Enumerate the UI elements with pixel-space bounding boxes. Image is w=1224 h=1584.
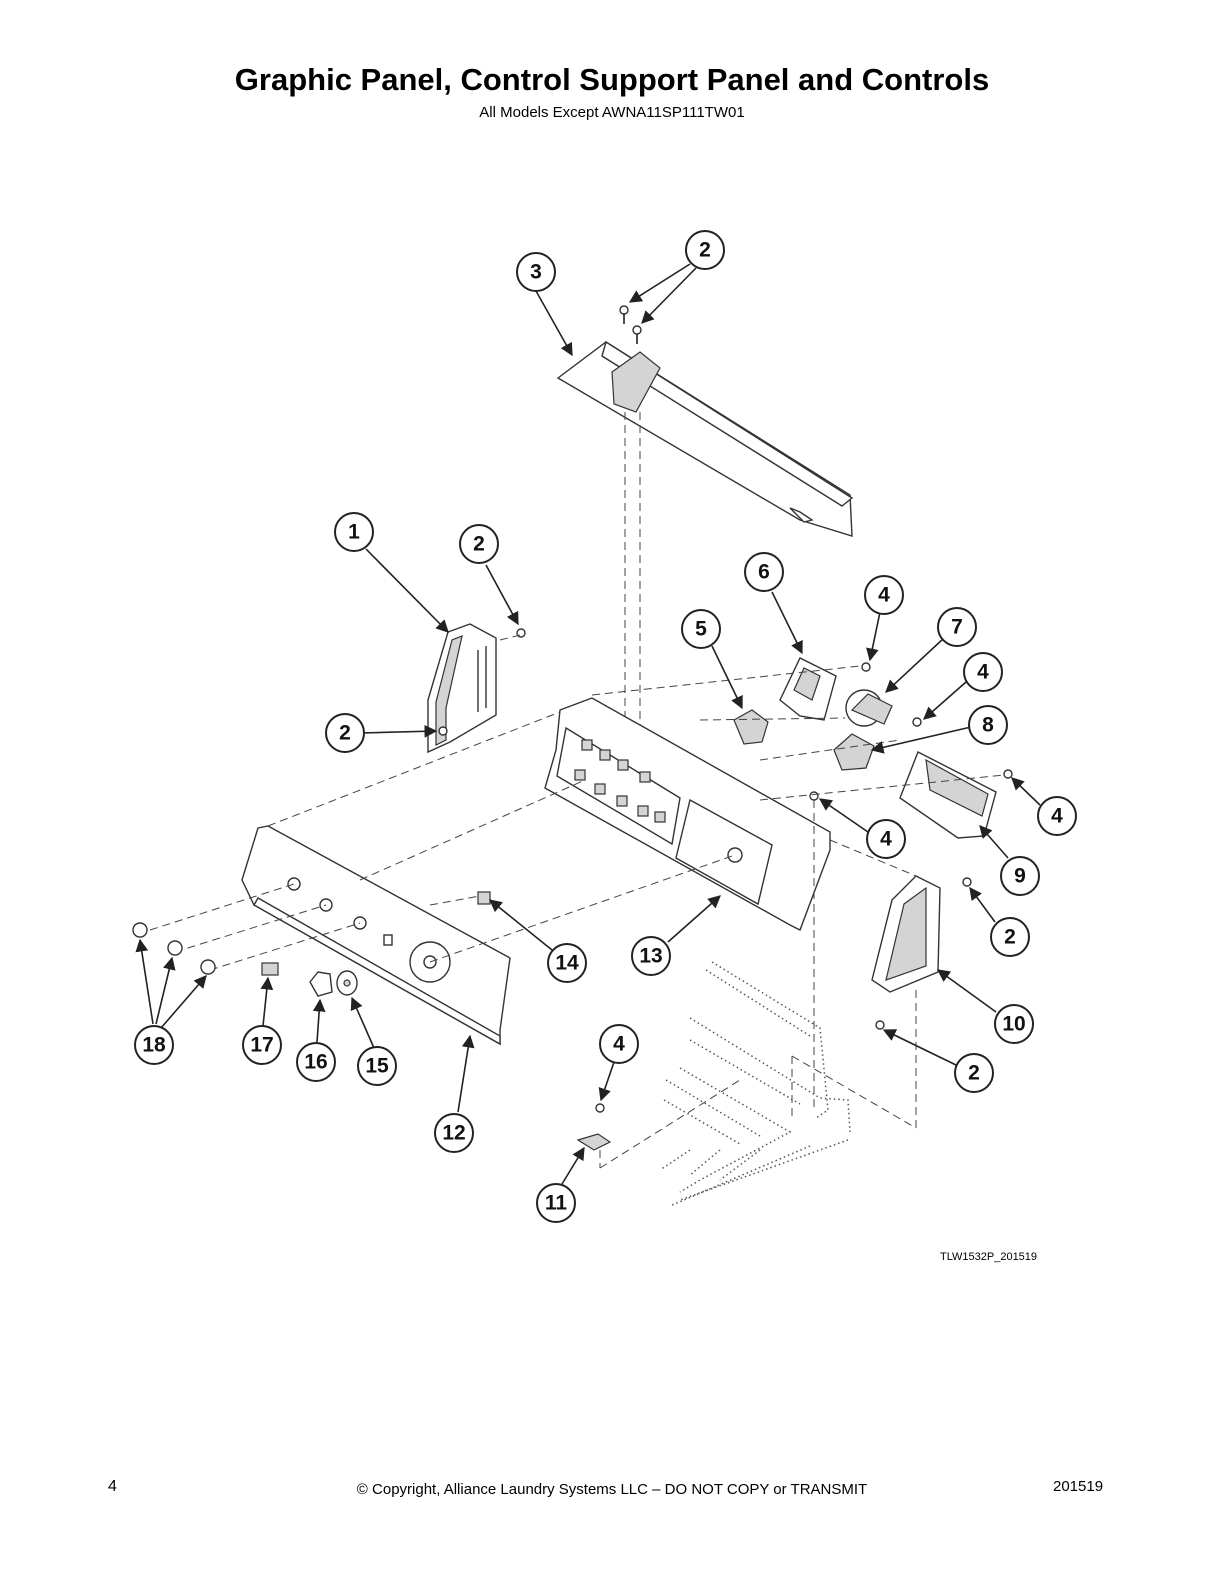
cabinet-outline xyxy=(659,961,851,1207)
screw-part-4-d xyxy=(809,791,819,801)
callout-15: 15 xyxy=(357,1046,397,1086)
callout-6: 6 xyxy=(744,552,784,592)
svg-text:13: 13 xyxy=(639,945,662,968)
svg-text:6: 6 xyxy=(758,561,770,584)
screw-part-4-e xyxy=(595,1103,605,1113)
callout-10: 10 xyxy=(994,1004,1034,1044)
callout-4-right: 4 xyxy=(1037,796,1077,836)
screw-right-cap-bottom xyxy=(875,1020,885,1030)
switch-part-5 xyxy=(733,709,769,745)
callout-11: 11 xyxy=(536,1183,576,1223)
screw-part-4-a xyxy=(861,662,871,672)
timer-part-9 xyxy=(899,751,997,839)
svg-text:18: 18 xyxy=(142,1034,166,1057)
callout-7: 7 xyxy=(937,607,977,647)
svg-text:12: 12 xyxy=(442,1122,465,1145)
callout-9: 9 xyxy=(1000,856,1040,896)
svg-text:15: 15 xyxy=(365,1055,389,1078)
callout-4-center: 4 xyxy=(866,819,906,859)
callout-4-top: 4 xyxy=(864,575,904,615)
switch-part-17 xyxy=(261,962,279,976)
switch-part-8 xyxy=(833,733,875,771)
svg-text:1: 1 xyxy=(348,521,360,544)
screw-right-cap-top xyxy=(962,877,972,887)
svg-text:5: 5 xyxy=(695,618,707,641)
left-end-cap xyxy=(427,623,497,754)
knob-part-16 xyxy=(309,971,333,997)
callout-13: 13 xyxy=(631,936,671,976)
callout-1: 1 xyxy=(334,512,374,552)
knob-part-18-c xyxy=(200,959,216,975)
svg-text:11: 11 xyxy=(545,1192,568,1215)
callout-17: 17 xyxy=(242,1025,282,1065)
graphic-panel-top-cover xyxy=(556,340,854,537)
knob-part-18-b xyxy=(167,940,183,956)
callout-2-right-cap: 2 xyxy=(990,917,1030,957)
front-graphic-panel xyxy=(241,825,511,1046)
svg-text:2: 2 xyxy=(699,239,711,262)
document-code: 201519 xyxy=(1053,1478,1104,1495)
svg-text:2: 2 xyxy=(339,722,351,745)
clip-part-11 xyxy=(576,1133,612,1151)
svg-text:17: 17 xyxy=(250,1034,273,1057)
callout-12: 12 xyxy=(434,1113,474,1153)
callout-5: 5 xyxy=(681,609,721,649)
screw-left-cap-bottom xyxy=(438,726,448,736)
screw-top-a xyxy=(619,305,629,324)
svg-text:2: 2 xyxy=(968,1062,980,1085)
knob-part-15 xyxy=(336,970,358,996)
callout-2-left-cap: 2 xyxy=(459,524,499,564)
screw-part-4-b xyxy=(912,717,922,727)
svg-text:2: 2 xyxy=(1004,926,1016,949)
svg-text:10: 10 xyxy=(1002,1013,1025,1036)
knob-part-18-a xyxy=(132,922,148,938)
svg-text:4: 4 xyxy=(977,661,989,684)
callout-14: 14 xyxy=(547,943,587,983)
callout-18: 18 xyxy=(134,1025,174,1065)
svg-text:4: 4 xyxy=(880,828,892,851)
page-title: Graphic Panel, Control Support Panel and… xyxy=(234,62,990,97)
svg-text:14: 14 xyxy=(555,952,579,975)
callout-2-left-bottom: 2 xyxy=(325,713,365,753)
control-support-panel xyxy=(544,697,831,931)
callout-8: 8 xyxy=(968,705,1008,745)
callout-3: 3 xyxy=(516,252,556,292)
callout-2-right-bottom: 2 xyxy=(954,1053,994,1093)
screw-top-b xyxy=(632,325,642,344)
svg-text:16: 16 xyxy=(304,1051,327,1074)
svg-text:3: 3 xyxy=(530,261,542,284)
page-number: 4 xyxy=(108,1478,117,1495)
page-subtitle: All Models Except AWNA11SP111TW01 xyxy=(479,104,745,121)
svg-text:7: 7 xyxy=(951,616,963,639)
callout-4-mid: 4 xyxy=(963,652,1003,692)
switch-part-7 xyxy=(845,689,893,727)
svg-text:4: 4 xyxy=(613,1033,625,1056)
svg-text:4: 4 xyxy=(878,584,890,607)
right-end-cap xyxy=(871,875,941,993)
copyright-notice: © Copyright, Alliance Laundry Systems LL… xyxy=(356,1481,868,1498)
callout-2-top: 2 xyxy=(685,230,725,270)
callout-16: 16 xyxy=(296,1042,336,1082)
svg-text:4: 4 xyxy=(1051,805,1063,828)
clip-part-14 xyxy=(477,891,491,905)
svg-text:8: 8 xyxy=(982,714,994,737)
svg-text:2: 2 xyxy=(473,533,485,556)
switch-part-6 xyxy=(779,657,837,721)
callout-4-bottom: 4 xyxy=(599,1024,639,1064)
svg-text:9: 9 xyxy=(1014,865,1026,888)
screw-part-4-c xyxy=(1003,769,1013,779)
drawing-id: TLW1532P_201519 xyxy=(940,1251,1038,1263)
